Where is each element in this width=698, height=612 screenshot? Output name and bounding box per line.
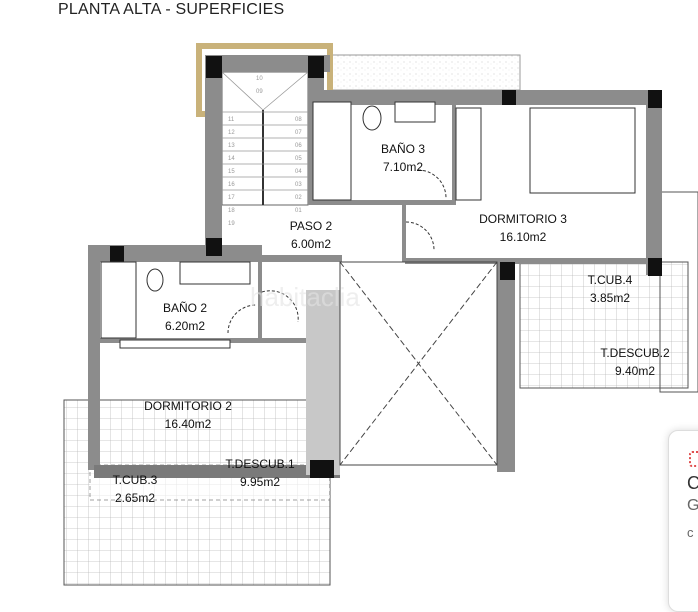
app-logo-icon	[689, 451, 698, 467]
staircase	[221, 71, 309, 205]
terrace-top	[329, 54, 521, 91]
stair-step-number: 13	[228, 143, 235, 149]
side-card[interactable]: C G c	[668, 430, 698, 612]
card-line-3: c	[687, 525, 694, 540]
room-name: T.CUB.4	[588, 273, 633, 287]
stair-step-number: 04	[295, 169, 302, 175]
room-area: 16.10m2	[500, 230, 547, 244]
room-label: BAÑO 2 6.20m2	[163, 301, 207, 333]
stair-step-number: 19	[228, 221, 235, 227]
room-name: BAÑO 3	[381, 142, 425, 156]
double-height-void	[339, 261, 498, 466]
stair-step-number: 11	[228, 117, 235, 123]
room-name: PASO 2	[290, 219, 333, 233]
room-label: BAÑO 3 7.10m2	[381, 142, 425, 174]
walls	[88, 55, 662, 478]
fixtures	[100, 101, 636, 349]
room-label: DORMITORIO 3 16.10m2	[479, 212, 567, 244]
stair-step-number: 17	[228, 195, 235, 201]
room-name: T.CUB.3	[113, 473, 158, 487]
room-area: 6.20m2	[165, 319, 205, 333]
plan-title: PLANTA ALTA - SUPERFICIES	[58, 1, 285, 18]
stair-step-number: 02	[295, 195, 302, 201]
room-area: 3.85m2	[590, 291, 630, 305]
room-area: 7.10m2	[383, 160, 423, 174]
card-line-1: C	[687, 473, 698, 493]
room-name: T.DESCUB.1	[225, 457, 295, 471]
pillars	[110, 56, 662, 478]
stair-step-number: 08	[295, 117, 302, 123]
room-label: T.DESCUB.2 9.40m2	[600, 346, 670, 378]
room-name: BAÑO 2	[163, 301, 207, 315]
stair-step-number: 10	[256, 76, 263, 82]
stair-step-number: 06	[295, 143, 302, 149]
room-name: DORMITORIO 2	[144, 399, 232, 413]
card-line-2: G	[687, 497, 698, 514]
room-area: 6.00m2	[291, 237, 331, 251]
stair-step-number: 14	[228, 156, 235, 162]
stair-step-number: 07	[295, 130, 302, 136]
room-area: 16.40m2	[165, 417, 212, 431]
room-area: 9.95m2	[240, 475, 280, 489]
stair-step-number: 03	[295, 182, 302, 188]
stair-step-number: 12	[228, 130, 235, 136]
stair-step-number: 18	[228, 208, 235, 214]
room-area: 2.65m2	[115, 491, 155, 505]
room-label: T.DESCUB.1 9.95m2	[225, 457, 295, 489]
room-area: 9.40m2	[615, 364, 655, 378]
stair-step-number: 05	[295, 156, 302, 162]
room-label: T.CUB.3 2.65m2	[113, 473, 158, 505]
stair-step-number: 16	[228, 182, 235, 188]
stair-step-number: 01	[295, 208, 302, 214]
stair-step-number: 09	[256, 89, 263, 95]
terrace-right	[519, 191, 698, 393]
room-label: T.CUB.4 3.85m2	[588, 273, 633, 305]
room-label: PASO 2 6.00m2	[290, 219, 333, 251]
room-label: DORMITORIO 2 16.40m2	[144, 399, 232, 431]
room-name: DORMITORIO 3	[479, 212, 567, 226]
stair-step-number: 15	[228, 169, 235, 175]
watermark-logo: habitaclia	[250, 282, 360, 312]
room-name: T.DESCUB.2	[600, 346, 670, 360]
